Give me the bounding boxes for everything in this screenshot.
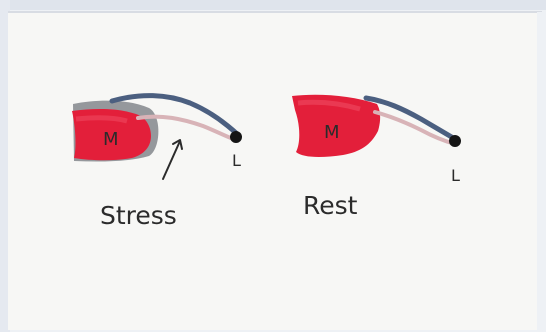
- rest-caption: Rest: [303, 191, 358, 220]
- rest-ligament-label: L: [451, 166, 460, 185]
- rest-muscle-label: M: [324, 122, 340, 143]
- top-strip: [0, 0, 546, 10]
- stress-muscle-label: M: [103, 129, 119, 150]
- rest-ligament-dot: [449, 135, 461, 147]
- stress-ligament-label: L: [232, 151, 241, 170]
- stress-ligament-dot: [230, 131, 242, 143]
- stress-caption: Stress: [100, 201, 177, 230]
- paper-sheet: [8, 12, 542, 330]
- right-edge: [537, 12, 542, 330]
